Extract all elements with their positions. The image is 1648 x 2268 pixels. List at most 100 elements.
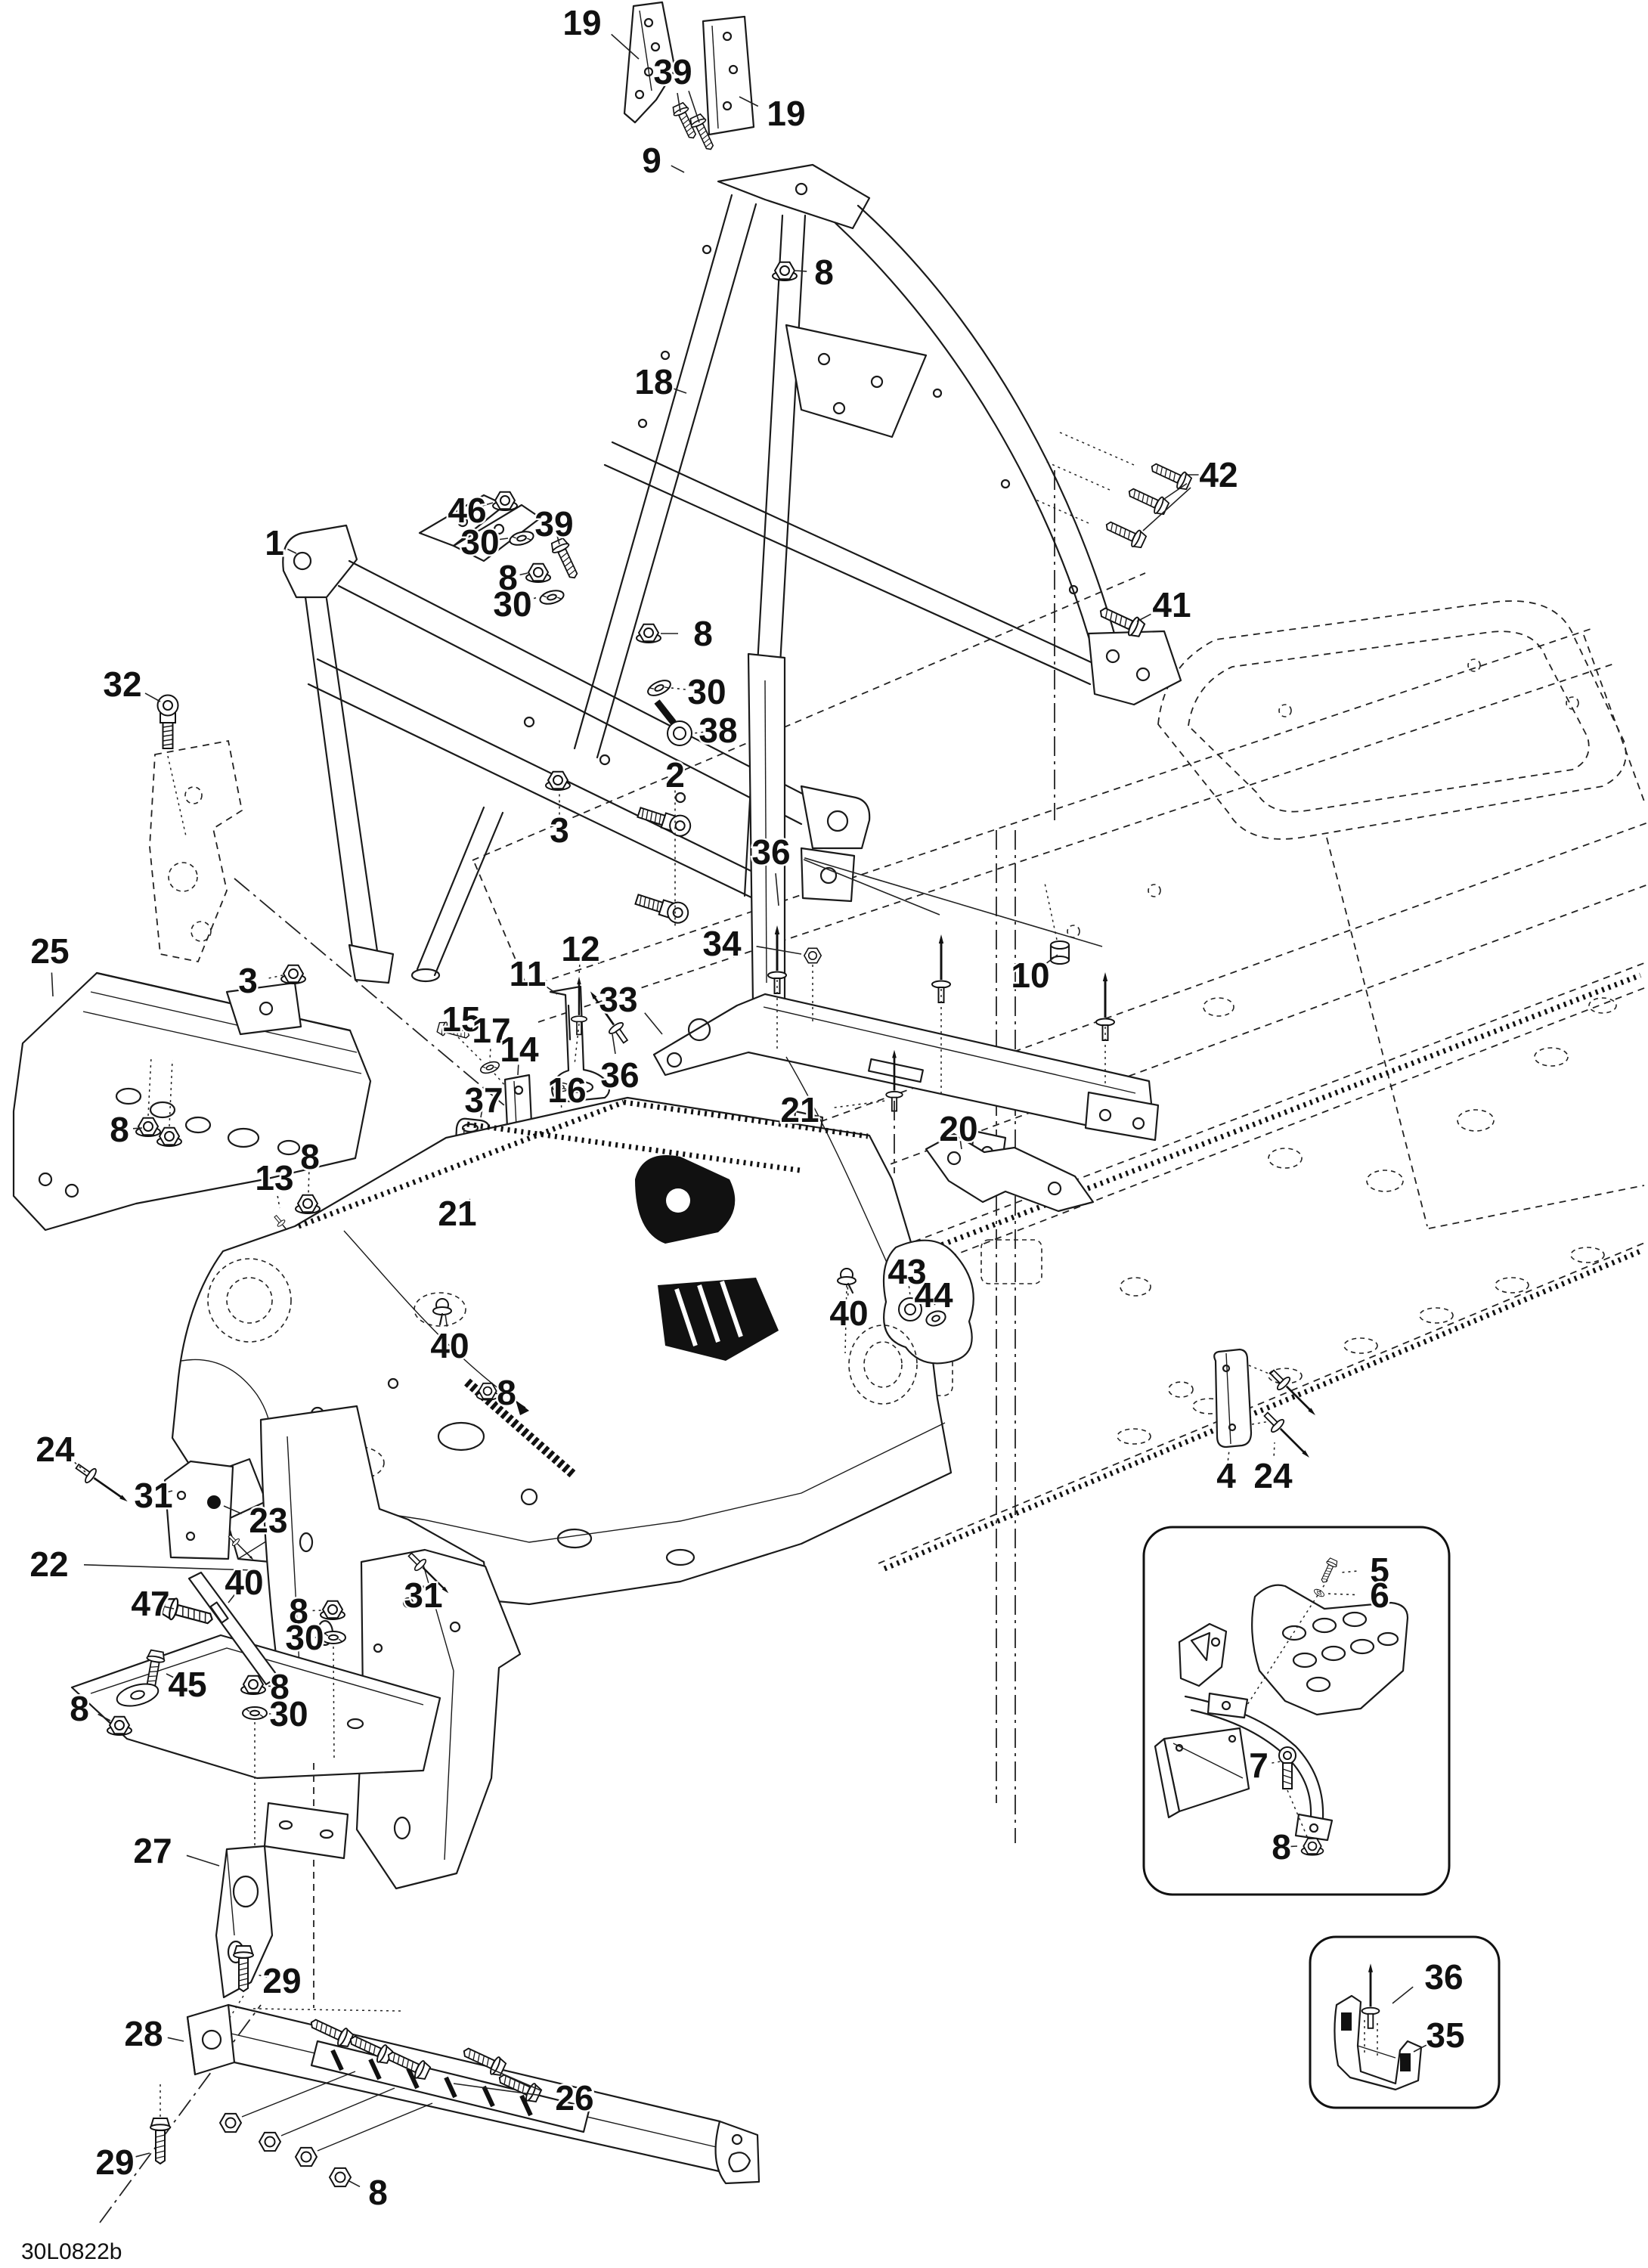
part-label-11: 11 bbox=[510, 954, 547, 993]
upper-fasteners bbox=[135, 261, 798, 1246]
part-label-8: 8 bbox=[497, 1373, 516, 1412]
steering-support-brackets bbox=[623, 1, 755, 153]
part-label-45: 45 bbox=[168, 1665, 206, 1704]
leader-line-40 bbox=[847, 1283, 849, 1296]
part-label-30: 30 bbox=[460, 522, 499, 562]
wear-strip-and-rivets bbox=[1213, 1348, 1322, 1464]
leader-line-20 bbox=[959, 1141, 962, 1150]
frame-mount-bolts bbox=[1033, 432, 1194, 640]
part-label-27: 27 bbox=[133, 1831, 172, 1870]
leader-line-42 bbox=[1163, 482, 1188, 500]
leader-line-8 bbox=[132, 1127, 143, 1129]
part-label-25: 25 bbox=[30, 931, 69, 971]
part-label-23: 23 bbox=[249, 1501, 287, 1540]
part-label-29: 29 bbox=[262, 1961, 301, 2000]
part-label-32: 32 bbox=[103, 665, 141, 704]
leader-line-22 bbox=[83, 1564, 254, 1571]
part-label-46: 46 bbox=[448, 491, 486, 530]
leader-line-31 bbox=[164, 1490, 173, 1494]
leader-line-26 bbox=[489, 2068, 542, 2092]
part-label-24: 24 bbox=[1253, 1456, 1293, 1495]
part-label-24: 24 bbox=[36, 1430, 75, 1469]
part-label-35: 35 bbox=[1426, 2015, 1464, 2055]
leader-line-36 bbox=[804, 857, 1103, 947]
leader-line-8 bbox=[519, 572, 528, 576]
part-label-47: 47 bbox=[131, 1584, 169, 1623]
part-label-30: 30 bbox=[269, 1694, 308, 1734]
leader-line-32 bbox=[144, 692, 161, 702]
leader-line-25 bbox=[51, 972, 54, 997]
leader-line-7 bbox=[1272, 1761, 1281, 1764]
leader-line-42 bbox=[1142, 487, 1191, 531]
leader-line-3 bbox=[268, 974, 283, 979]
part-label-8: 8 bbox=[300, 1137, 320, 1176]
leader-line-24 bbox=[1273, 1442, 1275, 1456]
leader-line-30 bbox=[497, 538, 509, 541]
part-label-41: 41 bbox=[1152, 585, 1191, 624]
part-label-4: 4 bbox=[1216, 1456, 1236, 1495]
leader-line-44 bbox=[934, 1303, 936, 1309]
part-label-28: 28 bbox=[124, 2014, 163, 2053]
leader-line-46 bbox=[482, 502, 494, 507]
part-label-8: 8 bbox=[70, 1689, 89, 1728]
part-label-16: 16 bbox=[547, 1070, 586, 1110]
leader-line-1 bbox=[287, 548, 297, 554]
leader-line-36 bbox=[612, 1033, 616, 1055]
leader-line-23 bbox=[223, 1505, 242, 1515]
part-label-22: 22 bbox=[29, 1545, 68, 1584]
part-label-2: 2 bbox=[665, 755, 685, 795]
inset-rear-bumper-kit bbox=[1142, 1526, 1451, 1896]
part-label-40: 40 bbox=[829, 1294, 868, 1333]
leader-line-40 bbox=[228, 1594, 236, 1603]
part-label-9: 9 bbox=[642, 141, 661, 180]
part-label-1: 1 bbox=[265, 523, 284, 562]
leader-line-30 bbox=[528, 596, 539, 601]
leader-line-45 bbox=[166, 1673, 175, 1679]
leader-line-36 bbox=[803, 859, 940, 916]
rear-bumper bbox=[150, 1945, 760, 2188]
side-panels-and-floor bbox=[70, 1405, 522, 2008]
part-label-29: 29 bbox=[95, 2143, 134, 2182]
leader-line-29 bbox=[256, 1974, 268, 1978]
part-label-3: 3 bbox=[238, 961, 258, 1000]
part-label-19: 19 bbox=[562, 3, 601, 42]
upper-frame-pyramid bbox=[573, 163, 1182, 897]
part-label-40: 40 bbox=[430, 1326, 469, 1365]
leader-line-38 bbox=[692, 731, 704, 734]
part-label-37: 37 bbox=[464, 1080, 503, 1120]
part-label-8: 8 bbox=[498, 558, 518, 597]
part-label-8: 8 bbox=[110, 1110, 129, 1149]
part-label-38: 38 bbox=[699, 711, 737, 750]
part-label-34: 34 bbox=[702, 924, 742, 963]
part-label-10: 10 bbox=[1011, 956, 1049, 995]
leader-line-36 bbox=[1392, 1986, 1414, 2004]
leader-line-10 bbox=[1046, 954, 1058, 964]
part-label-8: 8 bbox=[693, 614, 713, 653]
leader-line-19 bbox=[739, 96, 759, 107]
part-label-31: 31 bbox=[134, 1476, 172, 1515]
part-label-40: 40 bbox=[225, 1563, 263, 1602]
part-label-36: 36 bbox=[1424, 1957, 1463, 1997]
leader-line-47 bbox=[164, 1606, 175, 1610]
support-bracket-lower bbox=[215, 1802, 349, 1999]
leader-line-29 bbox=[135, 2152, 150, 2158]
part-label-30: 30 bbox=[493, 584, 531, 624]
part-label-3: 3 bbox=[550, 810, 569, 850]
leader-line-21 bbox=[834, 1100, 887, 1108]
leader-line-43 bbox=[908, 1286, 911, 1297]
leader-line-39 bbox=[677, 92, 681, 113]
leader-line-30 bbox=[671, 687, 686, 690]
leader-line-18 bbox=[673, 388, 687, 394]
leader-line-4 bbox=[1227, 1449, 1230, 1461]
part-label-19: 19 bbox=[767, 94, 805, 133]
leader-line-19 bbox=[611, 33, 640, 60]
leader-line-14 bbox=[517, 1064, 519, 1076]
leader-line-9 bbox=[671, 165, 685, 173]
leader-line-17 bbox=[489, 1049, 491, 1062]
part-label-33: 33 bbox=[599, 980, 637, 1019]
leader-line-15 bbox=[453, 1026, 457, 1032]
part-label-8: 8 bbox=[368, 2173, 388, 2212]
inset-clip-bracket bbox=[1309, 1935, 1501, 2109]
part-label-21: 21 bbox=[438, 1194, 476, 1233]
